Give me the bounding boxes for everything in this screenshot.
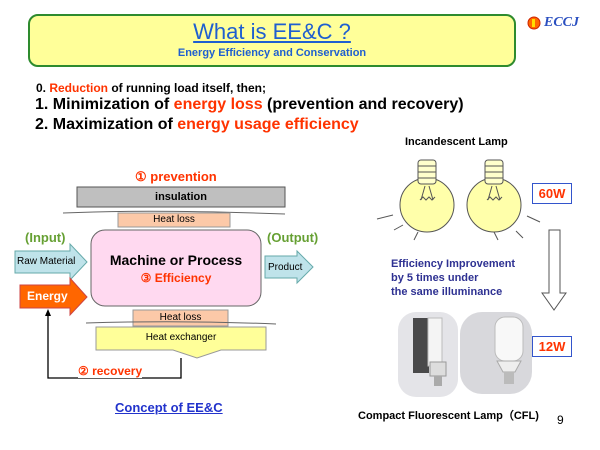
page-number: 9 bbox=[557, 413, 564, 427]
down-arrow bbox=[541, 229, 567, 311]
raw-material-arrow bbox=[14, 242, 88, 282]
machine-box bbox=[90, 229, 262, 307]
watt-after-badge: 12W bbox=[532, 336, 572, 357]
eccj-logo-mark bbox=[532, 19, 535, 27]
heat-loss-top-shape bbox=[62, 210, 286, 215]
energy-arrow bbox=[19, 276, 88, 317]
input-label: (Input) bbox=[25, 230, 66, 245]
heat-exchanger-shape bbox=[95, 326, 267, 359]
recovery-arrowhead bbox=[45, 309, 51, 316]
heat-loss-bottom-shape bbox=[85, 321, 277, 325]
improvement-line: the same illuminance bbox=[391, 286, 503, 298]
heat-loss-bottom-label: Heat loss bbox=[159, 312, 202, 323]
improvement-line: by 5 times under bbox=[391, 272, 479, 284]
title-box: What is EE&C ? Energy Efficiency and Con… bbox=[28, 14, 516, 67]
output-label: (Output) bbox=[267, 230, 319, 245]
eccj-logo-text: ECCJ bbox=[544, 15, 580, 30]
product-label: Product bbox=[268, 262, 303, 273]
incandescent-bulb-icon bbox=[376, 159, 541, 241]
energy-label: Energy bbox=[27, 289, 68, 303]
improvement-text: Efficiency Improvement by 5 times under … bbox=[391, 257, 515, 299]
cfl-lamp-image bbox=[398, 312, 532, 397]
product-arrow bbox=[264, 249, 314, 285]
point-text: (prevention and recovery) bbox=[262, 96, 464, 113]
raw-material-label: Raw Material bbox=[17, 256, 76, 267]
point-highlight: Reduction bbox=[49, 81, 109, 95]
heat-loss-top-label: Heat loss bbox=[153, 214, 195, 225]
page-subtitle: Energy Efficiency and Conservation bbox=[177, 47, 367, 59]
recovery-label: ② recovery bbox=[78, 364, 143, 378]
watt-before-badge: 60W bbox=[532, 183, 572, 204]
point-text: 1. Minimization of bbox=[35, 96, 174, 113]
diagram-caption: Concept of EE&C bbox=[115, 400, 223, 415]
efficiency-label: ③ Efficiency bbox=[140, 271, 212, 285]
insulation-bar bbox=[76, 186, 286, 208]
point-2: 2. Maximization of energy usage efficien… bbox=[35, 116, 359, 134]
point-text: 0. bbox=[36, 81, 50, 95]
insulation-label: insulation bbox=[155, 191, 207, 203]
point-highlight: energy loss bbox=[173, 96, 263, 113]
improvement-line: Efficiency Improvement bbox=[391, 258, 516, 270]
machine-label: Machine or Process bbox=[109, 252, 243, 268]
heat-loss-top-box bbox=[117, 212, 231, 228]
point-text: of running load itself, then; bbox=[108, 81, 267, 95]
recovery-line bbox=[47, 313, 182, 379]
point-1: 1. Minimization of energy loss (preventi… bbox=[35, 96, 464, 114]
page-title: What is EE&C ? bbox=[193, 19, 351, 44]
incandescent-label: Incandescent Lamp bbox=[405, 136, 508, 148]
point-highlight: energy usage efficiency bbox=[177, 116, 359, 133]
point-text: 2. Maximization of bbox=[35, 116, 178, 133]
heat-exchanger-label: Heat exchanger bbox=[145, 332, 217, 343]
cfl-label: Compact Fluorescent Lamp（CFL) bbox=[358, 410, 539, 422]
prevention-label: ① prevention bbox=[135, 169, 217, 184]
point-0: 0. Reduction of running load itself, the… bbox=[36, 81, 266, 95]
